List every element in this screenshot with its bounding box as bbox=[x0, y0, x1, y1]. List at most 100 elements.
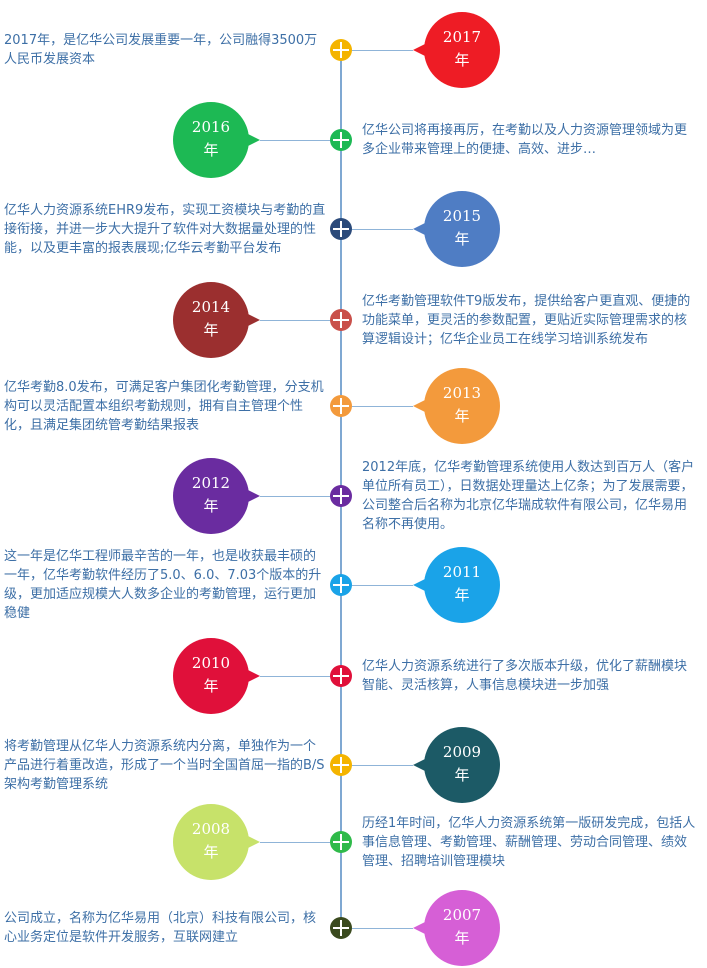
timeline-node-icon bbox=[330, 129, 352, 151]
year-number: 2007 bbox=[442, 906, 482, 924]
timeline-connector bbox=[260, 676, 330, 677]
timeline-connector bbox=[260, 842, 330, 843]
timeline-node-icon bbox=[330, 485, 352, 507]
year-badge-pointer bbox=[413, 43, 427, 57]
event-description: 历经1年时间，亿华人力资源系统第一版研发完成，包括人事信息管理、考勤管理、薪酬管… bbox=[362, 815, 696, 869]
year-badge: 2015 年 bbox=[413, 191, 500, 267]
timeline-node-icon bbox=[330, 218, 352, 240]
timeline-node-icon bbox=[330, 309, 352, 331]
year-number: 2017 bbox=[442, 28, 482, 46]
timeline-connector bbox=[260, 140, 330, 141]
year-badge-pointer bbox=[413, 758, 427, 772]
year-number: 2008 bbox=[191, 820, 231, 838]
timeline-node-icon bbox=[330, 574, 352, 596]
year-unit: 年 bbox=[203, 677, 219, 695]
event-description: 这一年是亿华工程师最辛苦的一年，也是收获最丰硕的一年，亿华考勤软件经历了5.0、… bbox=[4, 549, 322, 621]
year-badge-pointer bbox=[246, 835, 260, 849]
timeline-node-icon bbox=[330, 917, 352, 939]
year-number: 2013 bbox=[442, 384, 482, 402]
year-unit: 年 bbox=[203, 497, 219, 515]
year-badge-circle bbox=[173, 804, 249, 880]
year-badge-pointer bbox=[246, 313, 260, 327]
year-badge: 2007 年 bbox=[413, 890, 500, 966]
year-label: 2014 年 bbox=[173, 296, 249, 342]
year-label: 2012 年 bbox=[173, 472, 249, 518]
year-label: 2008 年 bbox=[173, 818, 249, 864]
year-badge: 2014 年 bbox=[173, 282, 260, 358]
year-badge-pointer bbox=[413, 222, 427, 236]
timeline-connector bbox=[260, 496, 330, 497]
year-badge-pointer bbox=[413, 578, 427, 592]
year-number: 2009 bbox=[442, 743, 482, 761]
year-label: 2016 年 bbox=[173, 116, 249, 162]
year-badge-circle bbox=[424, 191, 500, 267]
year-badge: 2008 年 bbox=[173, 804, 260, 880]
event-description: 亿华人力资源系统EHR9发布，实现工资模块与考勤的直接衔接，并进一步大大提升了软… bbox=[4, 202, 326, 256]
year-badge-circle bbox=[424, 368, 500, 444]
event-description: 公司成立，名称为亿华易用（北京）科技有限公司，核心业务定位是软件开发服务，互联网… bbox=[4, 911, 317, 945]
timeline-node-icon bbox=[330, 665, 352, 687]
year-badge-circle bbox=[173, 638, 249, 714]
year-badge-pointer bbox=[246, 133, 260, 147]
year-label: 2015 年 bbox=[424, 205, 500, 251]
year-unit: 年 bbox=[454, 230, 470, 248]
event-description: 亿华公司将再接再厉，在考勤以及人力资源管理领域为更多企业带来管理上的便捷、高效、… bbox=[362, 123, 688, 157]
year-label: 2011 年 bbox=[424, 561, 500, 607]
year-number: 2011 bbox=[442, 563, 482, 581]
timeline-connector bbox=[352, 765, 413, 766]
event-description: 2012年底，亿华考勤管理系统使用人数达到百万人（客户单位所有员工），日数据处理… bbox=[362, 460, 695, 532]
event-description: 亿华考勤管理软件T9版发布，提供给客户更直观、便捷的功能菜单，更灵活的参数配置，… bbox=[362, 293, 691, 347]
year-number: 2012 bbox=[191, 474, 231, 492]
year-unit: 年 bbox=[454, 407, 470, 425]
year-label: 2010 年 bbox=[173, 652, 249, 698]
timeline-connector bbox=[352, 50, 413, 51]
year-badge-circle bbox=[424, 547, 500, 623]
year-unit: 年 bbox=[454, 586, 470, 604]
year-badge: 2009 年 bbox=[413, 727, 500, 803]
year-unit: 年 bbox=[454, 766, 470, 784]
timeline-connector bbox=[352, 229, 413, 230]
year-badge-pointer bbox=[413, 399, 427, 413]
timeline-connector bbox=[352, 585, 413, 586]
year-label: 2017 年 bbox=[424, 26, 500, 72]
year-unit: 年 bbox=[203, 321, 219, 339]
year-badge-circle bbox=[173, 282, 249, 358]
year-number: 2015 bbox=[442, 207, 482, 225]
year-badge-pointer bbox=[413, 921, 427, 935]
year-badge-circle bbox=[424, 890, 500, 966]
timeline-node-icon bbox=[330, 831, 352, 853]
timeline-node-icon bbox=[330, 39, 352, 61]
year-number: 2016 bbox=[191, 118, 231, 136]
year-badge-pointer bbox=[246, 669, 260, 683]
timeline-connector bbox=[260, 320, 330, 321]
event-description: 亿华人力资源系统进行了多次版本升级，优化了薪酬模块智能、灵活核算，人事信息模块进… bbox=[362, 659, 688, 693]
year-badge: 2011 年 bbox=[413, 547, 500, 623]
year-badge-circle bbox=[424, 12, 500, 88]
year-unit: 年 bbox=[203, 843, 219, 861]
year-badge: 2010 年 bbox=[173, 638, 260, 714]
event-description: 亿华考勤8.0发布，可满足客户集团化考勤管理，分支机构可以灵活配置本组织考勤规则… bbox=[4, 379, 324, 433]
timeline-node-icon bbox=[330, 754, 352, 776]
year-number: 2010 bbox=[191, 654, 231, 672]
timeline-node-icon bbox=[330, 395, 352, 417]
year-badge-circle bbox=[424, 727, 500, 803]
year-badge: 2017 年 bbox=[413, 12, 500, 88]
year-badge-circle bbox=[173, 102, 249, 178]
year-unit: 年 bbox=[454, 51, 470, 69]
year-badge: 2013 年 bbox=[413, 368, 500, 444]
year-badge: 2016 年 bbox=[173, 102, 260, 178]
year-number: 2014 bbox=[191, 298, 231, 316]
year-badge-pointer bbox=[246, 489, 260, 503]
year-label: 2007 年 bbox=[424, 904, 500, 950]
timeline-connector bbox=[352, 406, 413, 407]
event-description: 2017年，是亿华公司发展重要一年，公司融得3500万人民币发展资本 bbox=[4, 33, 318, 67]
year-label: 2013 年 bbox=[424, 382, 500, 428]
year-unit: 年 bbox=[203, 141, 219, 159]
year-badge-circle bbox=[173, 458, 249, 534]
year-badge: 2012 年 bbox=[173, 458, 260, 534]
timeline-connector bbox=[352, 928, 413, 929]
year-unit: 年 bbox=[454, 929, 470, 947]
event-description: 将考勤管理从亿华人力资源系统内分离，单独作为一个产品进行着重改造，形成了一个当时… bbox=[4, 738, 325, 792]
year-label: 2009 年 bbox=[424, 741, 500, 787]
